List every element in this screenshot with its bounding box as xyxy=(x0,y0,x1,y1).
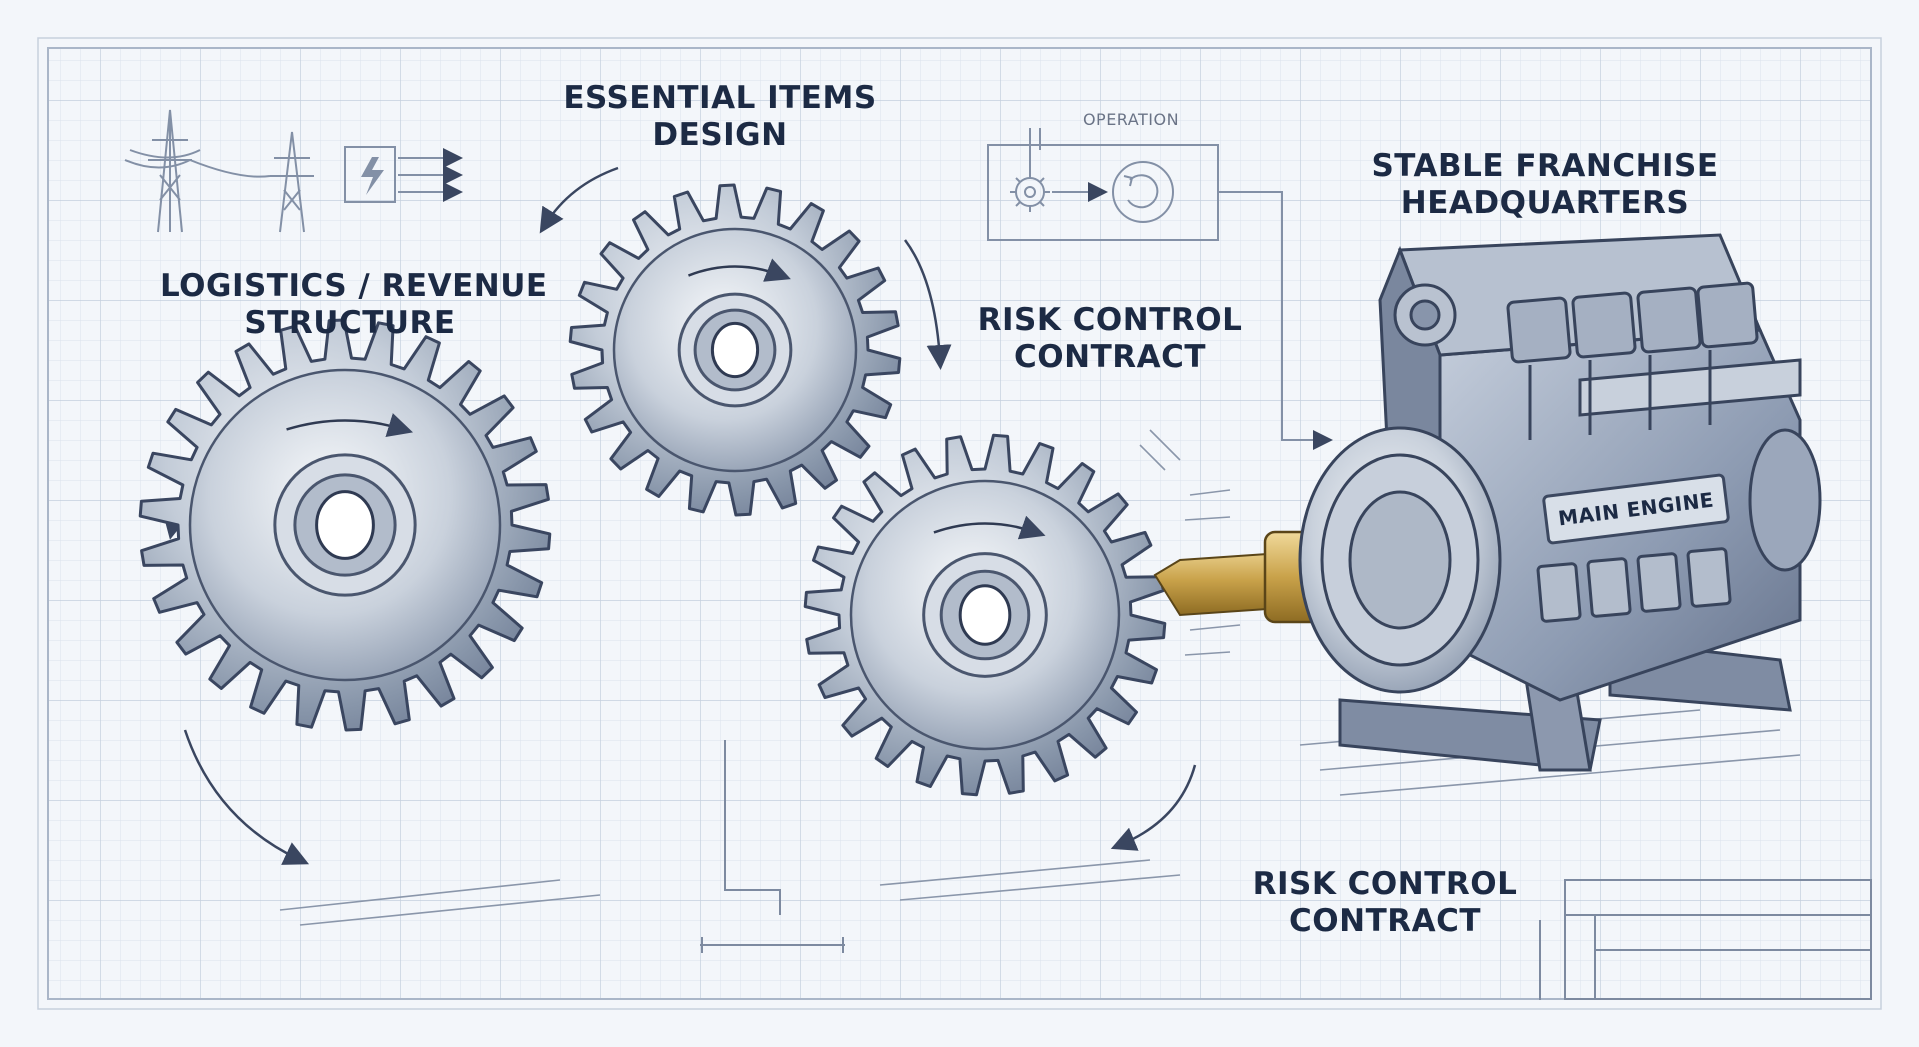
cycle-icon xyxy=(1112,161,1174,223)
label-essential-items: ESSENTIAL ITEMS DESIGN xyxy=(563,80,877,154)
main-engine xyxy=(1298,233,1822,772)
label-operation: OPERATION xyxy=(1082,110,1180,129)
operation-schematic xyxy=(987,128,1333,450)
dimension-lines xyxy=(700,740,1541,1000)
label-risk-control-bottom: RISK CONTROL CONTRACT xyxy=(1252,866,1518,940)
gear-small-icon xyxy=(1010,172,1050,212)
label-headquarters: STABLE FRANCHISE HEADQUARTERS xyxy=(1371,148,1719,222)
title-block xyxy=(1564,879,1872,1000)
gear-train xyxy=(138,183,1167,797)
gear-risk-control xyxy=(803,433,1167,797)
gear-essential-items xyxy=(568,183,902,517)
label-logistics: LOGISTICS / REVENUE STRUCTURE xyxy=(160,268,548,342)
lightning-box-icon xyxy=(344,146,463,203)
label-risk-control-top: RISK CONTROL CONTRACT xyxy=(977,302,1243,376)
gear-logistics xyxy=(138,318,552,732)
power-tower-icon xyxy=(124,109,314,233)
